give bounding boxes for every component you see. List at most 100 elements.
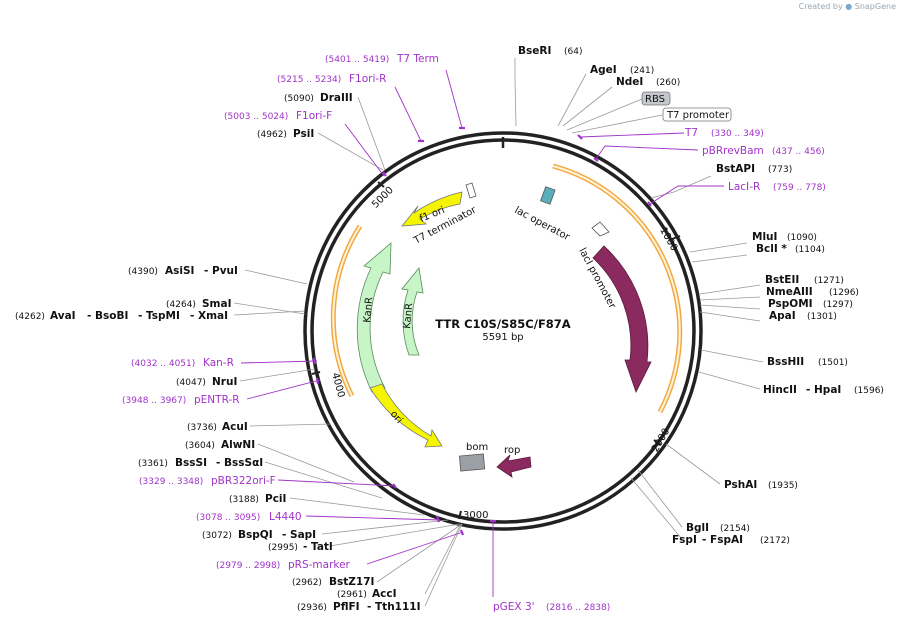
enzyme-hincii-pos: (1596) — [854, 386, 884, 396]
enzyme-bgli: BglI — [686, 522, 709, 534]
rop-arrow — [496, 454, 532, 478]
enzyme-bseri: BseRI — [518, 45, 551, 57]
primer-pbrrevbam: pBRrevBam — [702, 145, 764, 157]
primer-t7: T7 — [684, 127, 698, 139]
snapgene-logo-icon: ● — [845, 2, 853, 11]
enzyme-nrui: NruI — [212, 376, 237, 388]
primer-kan-r-pos: (4032 .. 4051) — [131, 359, 195, 369]
enzyme-tth111i: - Tth111I — [367, 601, 421, 613]
enzyme-alwni-pos: (3604) — [185, 441, 215, 451]
primer-f1ori-r-pos: (5215 .. 5234) — [277, 75, 341, 85]
lac-operator-box — [540, 186, 556, 205]
enzyme-acci: AccI — [372, 588, 396, 600]
enzyme-bssalphai: - BssSαI — [216, 457, 263, 469]
enzyme-bsssi-pos: (3361) — [138, 459, 168, 469]
enzyme-bsobi-name: BsoBI — [95, 310, 128, 322]
primer-pbr322ori-f: pBR322ori-F — [211, 475, 276, 487]
enzyme-tspmi: - TspMI — [138, 310, 180, 322]
primer-t7term: T7 Term — [396, 53, 439, 65]
enzyme-tati-pos: (2995) — [268, 543, 298, 553]
enzyme-mlui-pos: (1090) — [787, 233, 817, 243]
enzyme-bsteii: BstEII — [765, 274, 799, 286]
enzyme-apai: ApaI — [769, 310, 796, 322]
primer-pentr-r: pENTR-R — [194, 394, 240, 406]
enzyme-fspi-pos: (2172) — [760, 536, 790, 546]
enzyme-nrui-pos: (4047) — [176, 378, 206, 388]
enzyme-hincii: HincII — [763, 384, 797, 396]
enzyme-tati-name: TatI — [311, 541, 333, 553]
kanr-outer-label: KanR — [362, 297, 375, 324]
enzyme-avai-pos: (4262) — [15, 312, 45, 322]
enzyme-draiii: DraIII — [320, 92, 353, 104]
rop-label: rop — [504, 445, 520, 456]
snapgene-credit: Created by ● SnapGene — [799, 2, 896, 11]
enzyme-bsteii-pos: (1271) — [814, 276, 844, 286]
credit-brand: SnapGene — [854, 2, 896, 11]
enzyme-ndei: NdeI — [616, 76, 643, 88]
enzyme-avai: AvaI — [50, 310, 76, 322]
enzyme-sapi-name: SapI — [290, 529, 316, 541]
enzyme-bseri-pos: (64) — [564, 47, 582, 57]
enzyme-psii-pos: (4962) — [257, 130, 287, 140]
primer-laci-r: LacI-R — [728, 181, 760, 193]
enzyme-tth111i-name: Tth111I — [375, 601, 420, 613]
enzyme-mlui: MluI — [752, 231, 777, 243]
enzyme-bspqi-pos: (3072) — [202, 531, 232, 541]
enzyme-pflfi-pos: (2936) — [297, 603, 327, 613]
enzyme-tati: - TatI — [303, 541, 333, 553]
enzyme-bstapi-pos: (773) — [768, 165, 792, 175]
credit-text: Created by — [798, 2, 843, 11]
enzyme-acci-pos: (2961) — [337, 590, 367, 600]
primer-f1ori-r: F1ori-R — [349, 73, 386, 85]
ori-arrow — [369, 383, 443, 448]
enzyme-xmai-name: XmaI — [198, 310, 228, 322]
kanr-outer-arrow — [356, 242, 392, 393]
backbone-outer — [303, 131, 703, 531]
primer-prs-marker: pRS-marker — [288, 559, 351, 571]
primer-f1ori-f-pos: (5003 .. 5024) — [224, 112, 288, 122]
enzyme-apai-pos: (1301) — [807, 312, 837, 322]
orange-arc-laci-inner — [552, 165, 681, 413]
enzyme-agei-pos: (241) — [630, 66, 654, 76]
primer-pbr322ori-f-pos: (3329 .. 3348) — [139, 477, 203, 487]
enzyme-pcii: PciI — [265, 493, 286, 505]
enzyme-pvui: - PvuI — [204, 265, 238, 277]
primer-pgex3: pGEX 3' — [493, 601, 535, 613]
primer-pentr-r-pos: (3948 .. 3967) — [122, 396, 186, 406]
enzyme-pspomi-pos: (1297) — [823, 300, 853, 310]
primer-pgex3-pos: (2816 .. 2838) — [546, 603, 610, 613]
enzyme-bcli: BclI * — [756, 243, 787, 255]
kanr-inner-label: KanR — [402, 303, 415, 330]
f1-ori-arrow — [401, 191, 463, 227]
enzyme-smai: SmaI — [202, 298, 232, 310]
enzyme-bgli-pos: (2154) — [720, 524, 750, 534]
primer-kan-r: Kan-R — [203, 357, 234, 369]
enzyme-bsshii-pos: (1501) — [818, 358, 848, 368]
tick-3000: 3000 — [463, 510, 488, 521]
enzyme-pcii-pos: (3188) — [229, 495, 259, 505]
t7-terminator-icon — [465, 182, 477, 199]
enzyme-alwni: AlwNI — [221, 439, 255, 451]
enzyme-nmeaiii: NmeAIII — [766, 286, 813, 298]
enzyme-tspmi-name: TspMI — [146, 310, 180, 322]
plasmid-name: TTR C10S/S85C/F87A — [435, 317, 571, 331]
enzyme-bstapi: BstAPI — [716, 163, 755, 175]
enzyme-bssalphai-name: BssSαI — [224, 457, 263, 469]
rbs-box — [641, 91, 671, 106]
enzyme-bsssi: BssSI — [175, 457, 207, 469]
enzyme-psii: PsiI — [293, 128, 314, 140]
plasmid-size: 5591 bp — [482, 332, 523, 343]
enzyme-asisi-pos: (4390) — [128, 267, 158, 277]
enzyme-pspomi: PspOMI — [768, 298, 813, 310]
lac-operator-label: lac operator — [513, 205, 572, 244]
orange-arc-left-inner — [332, 225, 361, 397]
enzyme-asisi: AsiSI — [165, 265, 194, 277]
kanr-inner-arrow — [401, 267, 424, 356]
primer-t7-pos: (330 .. 349) — [711, 129, 764, 139]
enzyme-bspqi: BspQI — [238, 529, 273, 541]
primer-prs-marker-pos: (2979 .. 2998) — [216, 561, 280, 571]
primer-f1ori-f: F1ori-F — [296, 110, 332, 122]
enzyme-bstz17i: BstZ17I — [329, 576, 374, 588]
rbs-label: RBS — [645, 94, 665, 105]
